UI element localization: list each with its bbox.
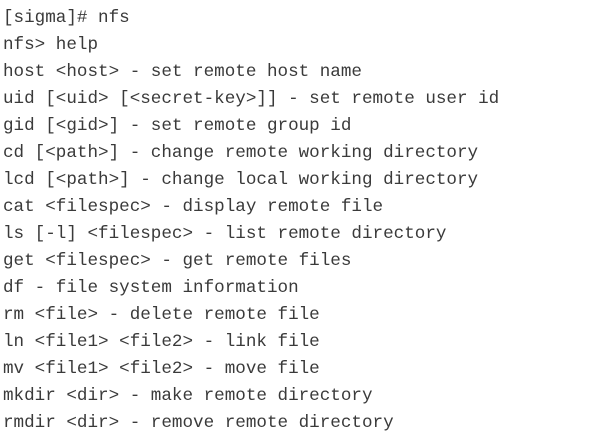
help-line-cd: cd [<path>] - change remote working dire… — [3, 143, 479, 163]
help-line-gid: gid [<gid>] - set remote group id — [3, 116, 352, 136]
help-line-df: df - file system information — [3, 278, 299, 298]
help-line-mkdir: mkdir <dir> - make remote directory — [3, 386, 373, 406]
help-line-host: host <host> - set remote host name — [3, 62, 362, 82]
help-line-cat: cat <filespec> - display remote file — [3, 197, 384, 217]
help-line-ln: ln <file1> <file2> - link file — [3, 332, 320, 352]
help-line-rmdir: rmdir <dir> - remove remote directory — [3, 413, 394, 433]
help-line-uid: uid [<uid> [<secret-key>]] - set remote … — [3, 89, 500, 109]
help-line-get: get <filespec> - get remote files — [3, 251, 352, 271]
nfs-prompt-line: nfs> help — [3, 35, 99, 55]
shell-command-line: [sigma]# nfs — [3, 8, 130, 28]
help-line-rm: rm <file> - delete remote file — [3, 305, 320, 325]
help-line-mv: mv <file1> <file2> - move file — [3, 359, 320, 379]
help-line-lcd: lcd [<path>] - change local working dire… — [3, 170, 479, 190]
help-line-ls: ls [-l] <filespec> - list remote directo… — [3, 224, 447, 244]
